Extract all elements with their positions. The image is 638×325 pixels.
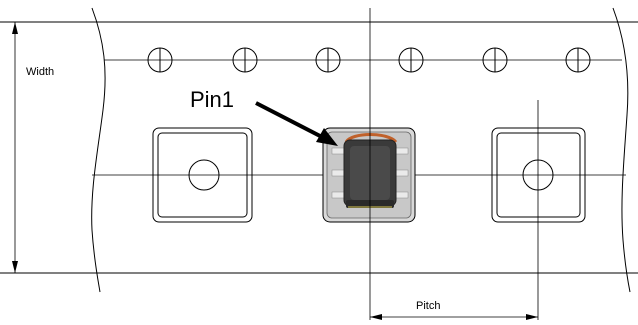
component-pad xyxy=(395,191,409,199)
sprocket-hole xyxy=(398,47,424,73)
sprocket-hole xyxy=(565,47,591,73)
component-pad xyxy=(395,169,409,177)
component-pad xyxy=(395,147,409,155)
width-dimension xyxy=(8,21,30,274)
sprocket-hole xyxy=(232,47,258,73)
component-pad xyxy=(331,147,345,155)
sprocket-hole xyxy=(147,47,173,73)
sprocket-hole xyxy=(482,47,508,73)
pin1-arrow xyxy=(255,101,338,146)
pitch-label: Pitch xyxy=(416,300,440,312)
pin1-label: Pin1 xyxy=(190,87,234,112)
component-pad xyxy=(331,169,345,177)
width-label: Width xyxy=(26,66,54,78)
component-pad xyxy=(331,191,345,199)
pocket-center xyxy=(322,127,416,223)
pitch-dimension xyxy=(370,314,538,320)
tape-left-edge xyxy=(91,7,106,293)
sprocket-hole xyxy=(315,47,341,73)
sprocket-holes xyxy=(147,47,591,73)
pocket-left xyxy=(152,127,253,223)
tape-right-edge xyxy=(612,7,631,293)
